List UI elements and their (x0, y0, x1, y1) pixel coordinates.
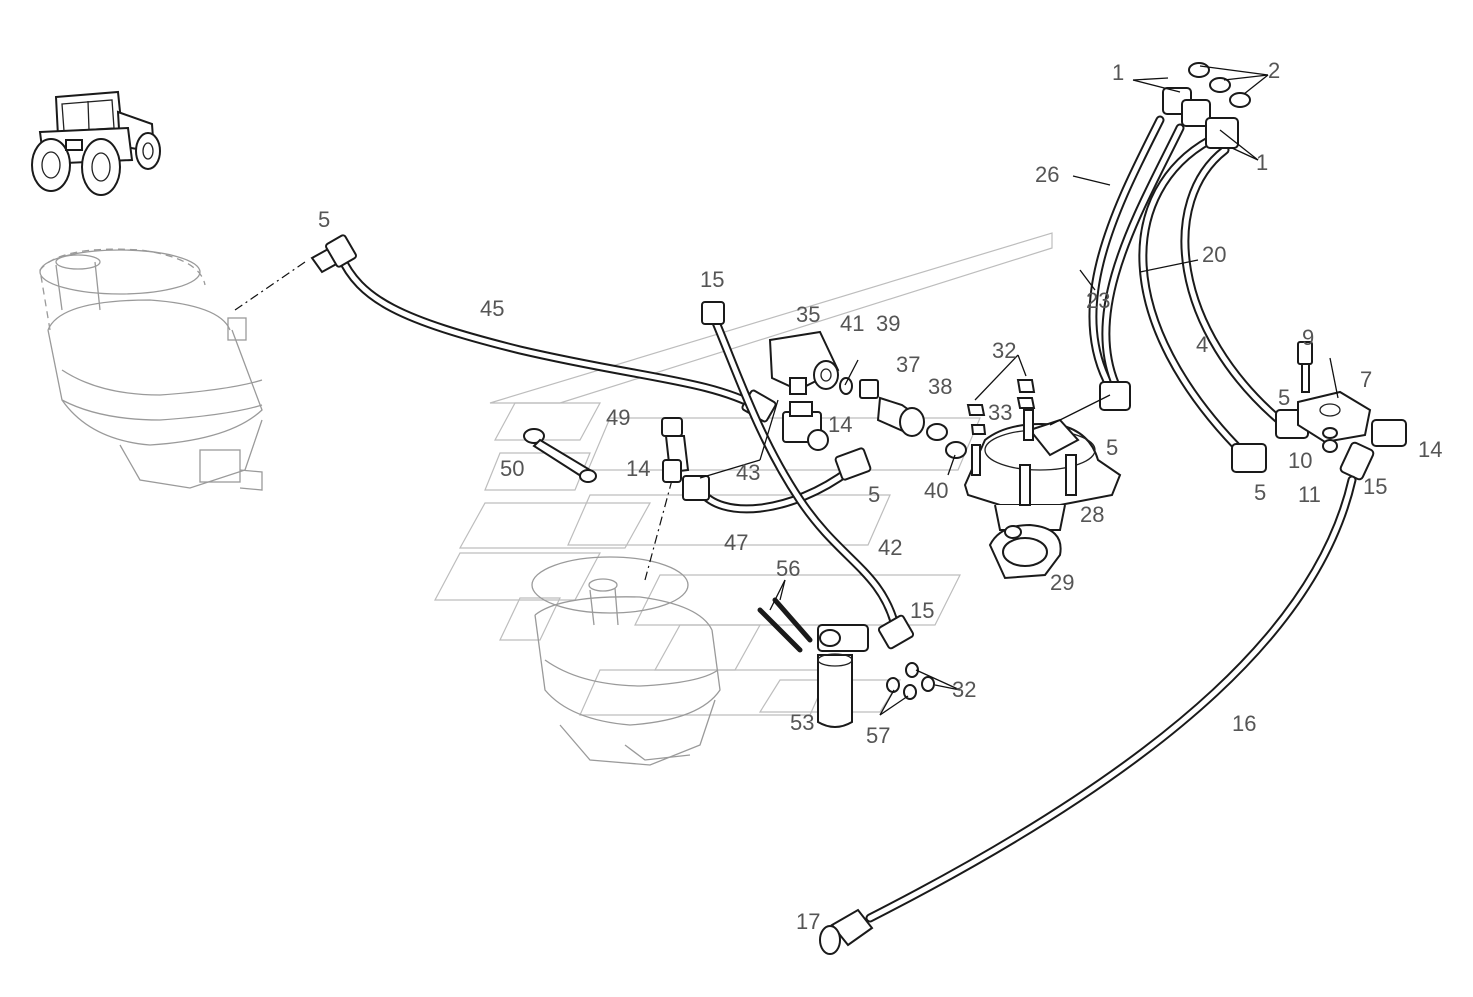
callout-49: 49 (606, 405, 630, 430)
callout-56: 56 (776, 556, 800, 581)
hose-45 (310, 234, 777, 423)
brake-chamber-lower (531, 556, 721, 766)
relay-valve-28 (963, 379, 1122, 580)
callout-35: 35 (796, 302, 820, 327)
callout-39: 39 (876, 311, 900, 336)
callout-37: 37 (896, 352, 920, 377)
hoses-upper-right (1088, 62, 1309, 473)
callout-53: 53 (790, 710, 814, 735)
callout-5-center: 5 (868, 482, 880, 507)
callout-9: 9 (1302, 325, 1314, 350)
callout-16: 16 (1232, 711, 1256, 736)
callout-5-topleft: 5 (318, 207, 330, 232)
block-7 (1297, 341, 1407, 481)
callout-20: 20 (1202, 242, 1226, 267)
callout-14-right: 14 (1418, 437, 1442, 462)
hose-42 (701, 301, 915, 650)
callout-32-top: 32 (992, 338, 1016, 363)
callout-10: 10 (1288, 448, 1312, 473)
tractor-icon (31, 90, 161, 196)
callout-38: 38 (928, 374, 952, 399)
callout-43: 43 (736, 460, 760, 485)
callout-14-left: 14 (626, 456, 650, 481)
hose-16 (819, 475, 1357, 955)
callout-45: 45 (480, 296, 504, 321)
callout-41: 41 (840, 311, 864, 336)
callout-26: 26 (1035, 162, 1059, 187)
callout-labels: 1 2 1 26 20 23 4 9 7 5 5 5 14 10 11 15 5… (318, 58, 1442, 934)
callout-5-hose: 5 (1106, 435, 1118, 460)
tee-fitting-14 (782, 401, 829, 451)
brake-chamber-left (39, 248, 263, 491)
callout-15-lower: 15 (910, 598, 934, 623)
callout-15-mid: 15 (700, 267, 724, 292)
filter-53 (757, 597, 935, 728)
callout-5-block: 5 (1278, 385, 1290, 410)
valve-35-assembly (768, 330, 967, 459)
callout-29: 29 (1050, 570, 1074, 595)
callout-15-right: 15 (1363, 474, 1387, 499)
callout-14-mid: 14 (828, 412, 852, 437)
fittings-49-50 (523, 417, 690, 483)
callout-4: 4 (1196, 332, 1208, 357)
callout-11: 11 (1298, 482, 1321, 507)
callout-1-right: 1 (1256, 150, 1268, 175)
callout-7: 7 (1360, 367, 1372, 392)
callout-17: 17 (796, 909, 820, 934)
callout-28: 28 (1080, 502, 1104, 527)
callout-1-top: 1 (1112, 60, 1124, 85)
callout-23: 23 (1086, 288, 1110, 313)
leader-lines (699, 65, 1339, 716)
callout-42: 42 (878, 535, 902, 560)
callout-33: 33 (988, 400, 1012, 425)
hose-43 (682, 447, 872, 514)
callout-32-lower: 32 (952, 677, 976, 702)
callout-57: 57 (866, 723, 890, 748)
callout-5-lower: 5 (1254, 480, 1266, 505)
centre-lines (234, 261, 673, 581)
callout-50: 50 (500, 456, 524, 481)
callout-47: 47 (724, 530, 748, 555)
callout-40: 40 (924, 478, 948, 503)
callout-2: 2 (1268, 58, 1280, 83)
